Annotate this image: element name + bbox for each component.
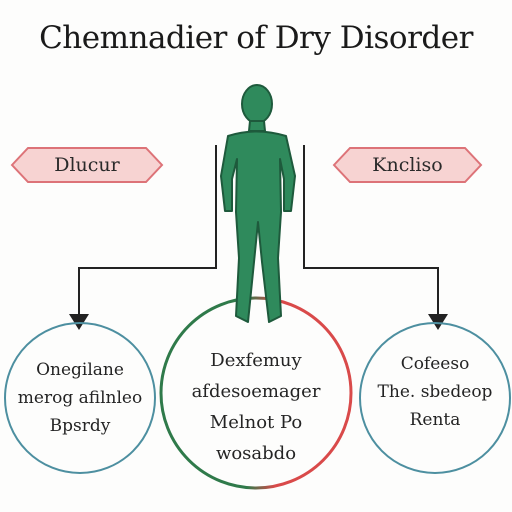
left-circle-line: Bpsrdy	[49, 416, 111, 436]
left-circle-line: Onegilane	[36, 360, 124, 380]
right-tag-label: Kncliso	[372, 154, 443, 176]
left-tag-label: Dlucur	[54, 154, 120, 176]
left-circle-line: merog afilnleo	[17, 388, 143, 408]
right-circle-line: Cofeeso	[400, 354, 470, 374]
center-circle-line: wosabdo	[215, 443, 297, 464]
right-arrowhead	[428, 314, 448, 330]
center-circle-line: Dexfemuy	[210, 350, 302, 371]
center-circle-line: Melnot Po	[209, 412, 303, 433]
right-circle	[359, 322, 511, 474]
right-connector	[303, 145, 448, 330]
right-circle-text: Cofeeso The. sbedeop Renta	[363, 350, 507, 434]
center-circle	[159, 296, 353, 490]
diagram-title: Chemnadier of Dry Disorder	[39, 20, 473, 56]
left-circle	[4, 322, 156, 474]
left-tag-shape	[10, 147, 164, 183]
right-tag-shape	[332, 147, 483, 183]
right-circle-line: Renta	[409, 410, 461, 430]
left-connector	[69, 145, 217, 330]
center-circle-line: afdesoemager	[191, 381, 321, 402]
left-circle-text: Onegilane merog afilnleo Bpsrdy	[8, 356, 152, 440]
left-arrowhead	[69, 314, 89, 330]
human-figure-icon	[220, 84, 296, 323]
center-circle-text: Dexfemuy afdesoemager Melnot Po wosabdo	[171, 345, 341, 469]
right-circle-line: The. sbedeop	[377, 382, 493, 402]
